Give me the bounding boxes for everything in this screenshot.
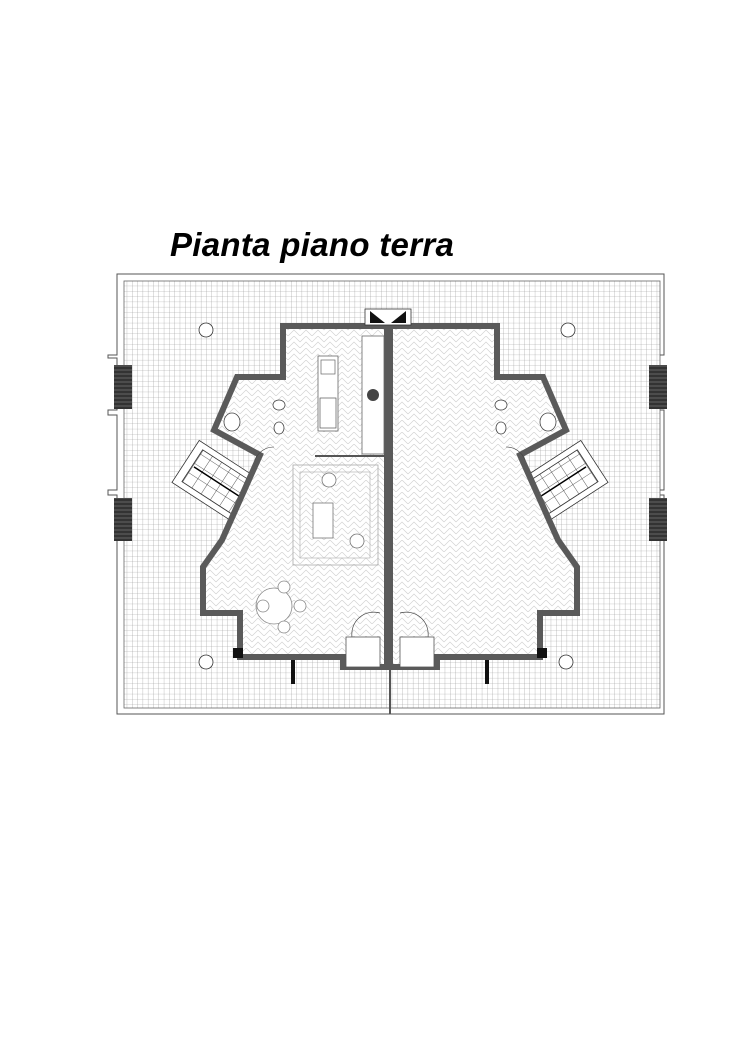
door-swing <box>254 446 275 461</box>
vent-icon <box>114 365 132 409</box>
toilet-icon <box>494 399 508 411</box>
sofa-icon <box>312 502 334 539</box>
plant-icon <box>367 389 379 401</box>
dining-table <box>255 580 307 634</box>
party-wall <box>385 326 391 667</box>
toilet-icon <box>272 399 286 411</box>
rug <box>292 464 379 566</box>
washbasin-icon <box>539 412 557 432</box>
entrance-step <box>345 636 381 668</box>
planter-icon <box>560 322 576 338</box>
sink-icon <box>320 359 336 375</box>
planter-icon <box>558 654 574 670</box>
bidet-icon <box>273 421 285 435</box>
washbasin-icon <box>223 412 241 432</box>
planter-icon <box>198 654 214 670</box>
armchair-icon <box>349 533 365 549</box>
armchair-icon <box>321 472 337 488</box>
entrance-step <box>399 636 435 668</box>
chimney <box>364 308 412 326</box>
unit-left <box>171 323 466 684</box>
plan-title: Pianta piano terra <box>170 226 455 263</box>
vent-icon <box>114 498 132 541</box>
unit-right <box>387 323 609 684</box>
entry-door-swing <box>351 611 381 638</box>
stove-icon <box>319 397 337 429</box>
bidet-icon <box>495 421 507 435</box>
vent-icon <box>649 498 667 541</box>
kitchen-counter <box>317 355 339 432</box>
vent-icon <box>649 365 667 409</box>
planter-icon <box>198 322 214 338</box>
